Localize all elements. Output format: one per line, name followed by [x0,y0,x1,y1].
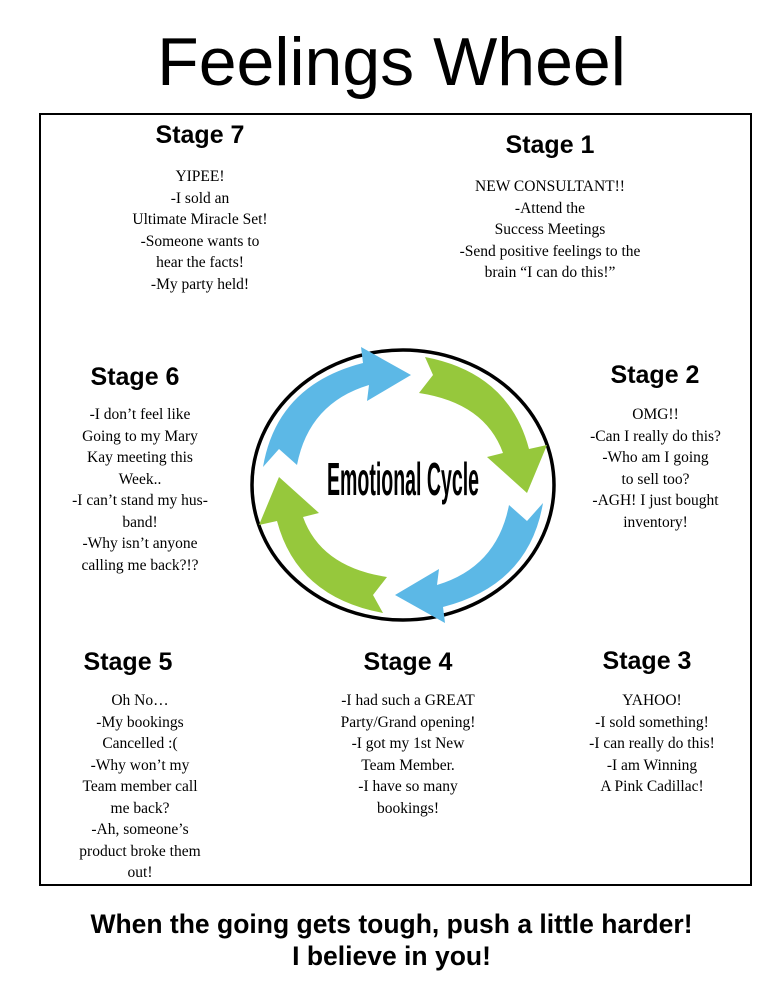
stage-text-line: YAHOO! [622,692,682,709]
stage-text-line: Team Member. [361,756,455,774]
stage-text-line: -My bookings [96,713,184,731]
blue-arrow-lower-right [395,503,543,623]
stage-1-heading: Stage 1 [505,131,595,159]
stage-text-line: Cancelled :( [102,735,178,752]
stage-text-line: -Why won’t my [90,756,190,774]
stage-7-text: YIPEE! -I sold an Ultimate Miracle Set! -So… [70,166,330,295]
stage-text-line: calling me back?!? [81,556,199,574]
stage-2-text: OMG!! -Can I really do this? -Who am I goi… [548,404,763,533]
stage-text-line: product broke them [79,842,201,860]
stage-text-line: -I can really do this! [589,735,715,752]
footer-line-1: When the going gets tough, push a little… [90,909,693,939]
stage-text-line: -My party held! [150,275,250,293]
stage-text-line: NEW CONSULTANT!! [475,178,625,195]
stage-text-line: to sell too? [621,470,690,488]
stage-text-line: -Someone wants to [140,232,260,250]
stage-text-line: Going to my Mary [82,427,198,445]
stage-text-line: -Can I really do this? [590,427,721,445]
stage-text-line: band! [122,513,158,531]
stage-7-heading: Stage 7 [155,121,245,149]
stage-text-line: -Send positive feelings to the [459,242,641,260]
blue-arrow-upper-left [263,347,411,467]
stage-text-line: -I had such a GREAT [341,692,475,709]
green-arrow-upper-right [419,357,547,493]
stage-text-line: YIPEE! [175,168,225,185]
stage-3-heading: Stage 3 [602,647,692,675]
stage-text-line: -I got my 1st New [351,735,465,752]
stage-text-line: hear the facts! [156,254,244,271]
stage-text-line: -I sold an [170,189,230,207]
content-frame [39,113,752,886]
stage-text-line: inventory! [623,513,688,531]
stage-4-heading: Stage 4 [363,648,453,676]
stage-text-line: brain “I can do this!” [484,264,616,281]
stage-text-line: -I don’t feel like [89,406,191,423]
stage-3-text: YAHOO! -I sold something! -I can really do… [542,690,762,798]
wheel-ring [250,348,556,622]
stage-6-heading: Stage 6 [90,363,180,391]
stage-text-line: Oh No… [111,692,169,709]
wheel-center-label: Emotional Cycle [327,453,479,505]
stage-text-line: -I sold something! [595,713,709,731]
stage-text-line: Party/Grand opening! [340,713,476,731]
stage-text-line: me back? [110,799,170,817]
stage-text-line: -Ah, someone’s [91,821,189,838]
emotional-cycle-wheel: Emotional Cycle [250,347,556,623]
page-title: Feelings Wheel [157,24,626,100]
stage-text-line: Week.. [118,470,162,488]
stage-text-line: Team member call [82,778,198,795]
stage-text-line: bookings! [377,799,439,817]
stage-text-line: Success Meetings [494,221,606,238]
stage-text-line: -AGH! I just bought [592,492,719,509]
stage-text-line: -I am Winning [606,756,698,774]
stage-2-heading: Stage 2 [610,361,700,389]
stage-4-text: -I had such a GREAT Party/Grand opening! -… [278,690,538,819]
stage-text-line: out! [127,864,153,881]
stage-text-line: A Pink Cadillac! [600,778,704,795]
stage-text-line: -I can’t stand my hus- [72,492,208,509]
footer-line-2: I believe in you! [292,941,491,971]
stage-text-line: Ultimate Miracle Set! [132,211,268,228]
stage-text-line: -I have so many [358,778,458,795]
stage-text-line: -Why isn’t anyone [82,535,198,552]
stage-text-line: -Attend the [514,199,586,217]
green-arrow-lower-left [259,477,387,613]
stage-text-line: -Who am I going [602,449,709,466]
stage-text-line: Kay meeting this [87,449,193,466]
stage-5-heading: Stage 5 [83,648,173,676]
stage-text-line: OMG!! [632,406,679,423]
